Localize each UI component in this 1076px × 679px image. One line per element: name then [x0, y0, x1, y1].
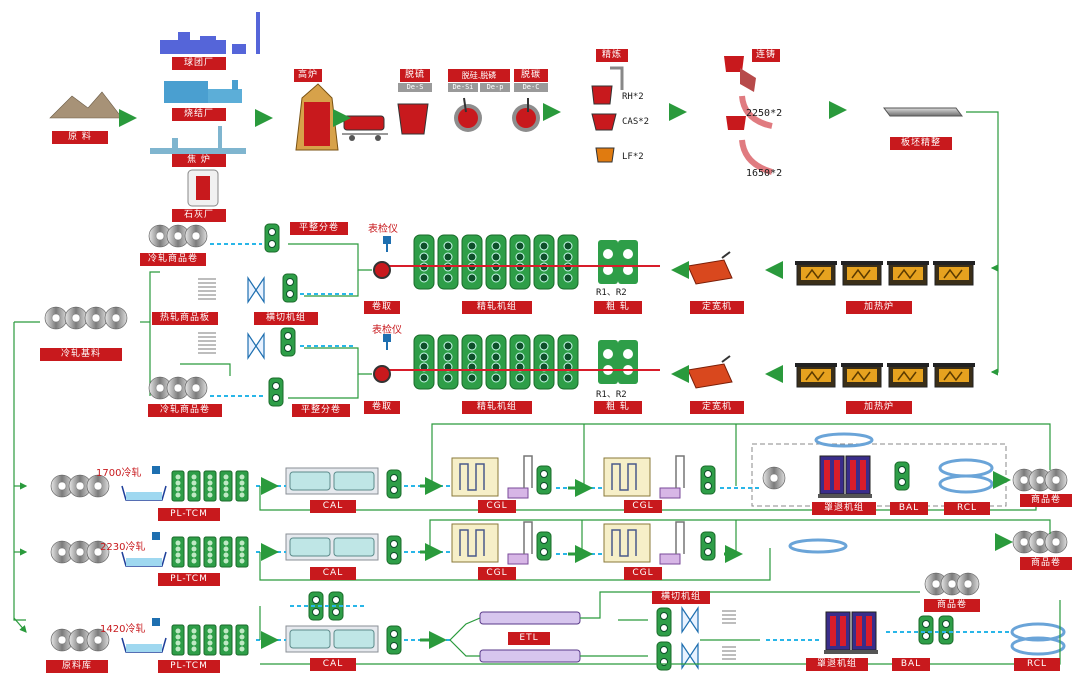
de-c-tag: De-C [514, 83, 548, 92]
width-sizer-label-1: 定宽机 [690, 301, 744, 314]
width-sizer-label-2: 定宽机 [690, 401, 744, 414]
rcl-label-1: RCL [944, 502, 990, 515]
cold-feed-label: 冷轧基料 [40, 348, 122, 361]
lime-plant-label: 石灰厂 [172, 209, 226, 222]
batch-anneal-label-1: 罩退机组 [812, 502, 876, 515]
rough-units-text-1: R1、R2 [596, 285, 627, 298]
coiler-label-2: 卷取 [364, 401, 400, 414]
temper-split-label-2: 平整分卷 [292, 404, 350, 417]
batch-anneal-label-2: 罩退机组 [806, 658, 868, 671]
coiler-label-1: 卷取 [364, 301, 400, 314]
refining-label: 精炼 [596, 49, 628, 62]
cgl-label-2: CGL [624, 500, 662, 513]
product-coil-label-2: 商品卷 [1020, 557, 1072, 570]
caster-label: 连铸 [752, 49, 780, 62]
raw-storage-label: 原料库 [46, 660, 108, 673]
pl-tcm-label-1: PL-TCM [158, 508, 220, 521]
sinter-plant-label: 烧结厂 [172, 108, 226, 121]
cold-coil-product-label-2: 冷轧商品卷 [148, 404, 222, 417]
line-2230-text: 2230冷轧 [100, 538, 145, 553]
cut-to-length-label-cold: 横切机组 [652, 591, 710, 604]
lf-text: LF*2 [622, 152, 644, 162]
desi-dephos-label: 脱硅.脱磷 [448, 69, 510, 82]
reheat-furnace-label-1: 加热炉 [846, 301, 912, 314]
cgl-label-4: CGL [624, 567, 662, 580]
decarb-label: 脱碳 [514, 69, 548, 82]
de-s-tag: De-S [398, 83, 432, 92]
bal-label-1: BAL [890, 502, 928, 515]
hot-plate-product-label-1: 热轧商品板 [152, 312, 218, 325]
product-coil-label-1: 商品卷 [1020, 494, 1072, 507]
cold-coil-product-label-1: 冷轧商品卷 [140, 253, 206, 266]
surface-inspector-label-2: 表检仪 [372, 321, 402, 336]
rh-text: RH*2 [622, 92, 644, 102]
surface-inspector-label-1: 表检仪 [368, 220, 398, 235]
etl-label: ETL [508, 632, 550, 645]
de-p-tag: De-p [480, 83, 510, 92]
coke-oven-label: 焦 炉 [172, 154, 226, 167]
blast-furnace-label: 高炉 [294, 69, 322, 82]
bal-label-2: BAL [892, 658, 930, 671]
line-1700-text: 1700冷轧 [96, 464, 141, 479]
cc-1650-text: 1650*2 [746, 168, 782, 179]
raw-material-label: 原 料 [52, 131, 108, 144]
roughing-label-1: 粗 轧 [594, 301, 642, 314]
roughing-label-2: 粗 轧 [594, 401, 642, 414]
desulf-label: 脱硫 [400, 69, 430, 82]
cal-label-3: CAL [310, 658, 356, 671]
cgl-label-1: CGL [478, 500, 516, 513]
line-1420-text: 1420冷轧 [100, 620, 145, 635]
finishing-mill-label-1: 精轧机组 [462, 301, 532, 314]
finishing-mill-label-2: 精轧机组 [462, 401, 532, 414]
rcl-label-2: RCL [1014, 658, 1060, 671]
product-coil-label-3: 商品卷 [924, 599, 980, 612]
cal-label-2: CAL [310, 567, 356, 580]
cas-text: CAS*2 [622, 117, 649, 127]
slab-finishing-label: 板坯精整 [890, 137, 952, 150]
de-si-tag: De-Si [448, 83, 478, 92]
pl-tcm-label-2: PL-TCM [158, 573, 220, 586]
pl-tcm-label-3: PL-TCM [158, 660, 220, 673]
cc-2250-text: 2250*2 [746, 108, 782, 119]
cut-to-length-label-hot: 横切机组 [254, 312, 318, 325]
rough-units-text-2: R1、R2 [596, 387, 627, 400]
reheat-furnace-label-2: 加热炉 [846, 401, 912, 414]
cgl-label-3: CGL [478, 567, 516, 580]
temper-split-label-1: 平整分卷 [290, 222, 348, 235]
pellet-plant-label: 球团厂 [172, 57, 226, 70]
cal-label-1: CAL [310, 500, 356, 513]
